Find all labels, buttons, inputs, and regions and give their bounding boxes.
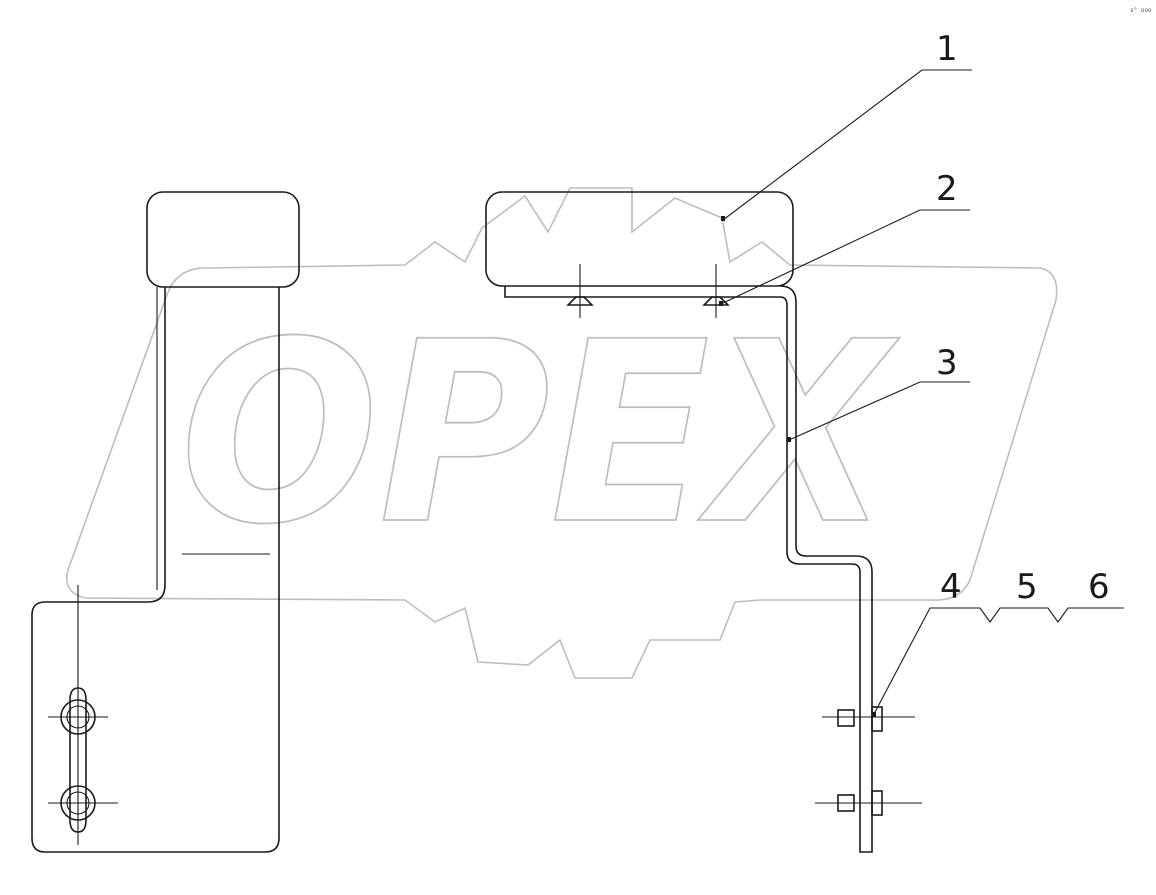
left-reservoir-cap xyxy=(146,191,300,288)
right-upper-bolt xyxy=(822,706,915,732)
left-lower-bolt xyxy=(48,785,118,821)
callout-6-label: 6 xyxy=(1088,567,1110,607)
right-lower-bolt xyxy=(815,790,922,816)
callout-3-leader xyxy=(788,381,970,441)
callout-3-label: 3 xyxy=(936,343,958,383)
callout-3-dot xyxy=(787,437,791,442)
callout-2-label: 2 xyxy=(936,169,958,209)
bent-bracket-outer xyxy=(504,285,873,853)
callout-4-dot xyxy=(872,712,876,717)
callout-4-5-6: 4 5 6 xyxy=(872,567,1124,717)
callout-1-label: 1 xyxy=(936,29,958,69)
callout-1: 1 xyxy=(721,29,972,221)
left-slot-outline xyxy=(69,687,87,833)
corner-mark: s° ooo xyxy=(1130,7,1152,14)
left-bracket-assembly xyxy=(31,191,300,853)
callouts: 1 2 3 4 5 6 xyxy=(719,29,1124,717)
right-upper-bolt-nut xyxy=(871,706,883,732)
right-upper-bolt-head xyxy=(837,709,855,727)
left-upper-bolt xyxy=(48,699,108,735)
watermark-logo: OPEX xyxy=(66,187,1058,679)
right-bracket-assembly xyxy=(485,191,922,853)
callout-5-label: 5 xyxy=(1016,567,1038,607)
callout-4-label: 4 xyxy=(940,567,962,607)
watermark-gear-outline xyxy=(66,187,1058,679)
left-bracket-outline xyxy=(31,287,280,853)
callout-2-dot xyxy=(719,301,723,306)
screw-left-head xyxy=(566,296,594,306)
screw-left xyxy=(566,264,594,318)
callout-2: 2 xyxy=(719,169,970,306)
callout-4-leader xyxy=(873,607,1124,715)
callout-1-dot xyxy=(721,216,725,221)
callout-1-leader xyxy=(722,69,972,221)
watermark-text: OPEX xyxy=(180,288,900,579)
callout-3: 3 xyxy=(787,343,970,442)
callout-2-leader xyxy=(720,209,970,305)
reservoir-body xyxy=(485,191,794,287)
